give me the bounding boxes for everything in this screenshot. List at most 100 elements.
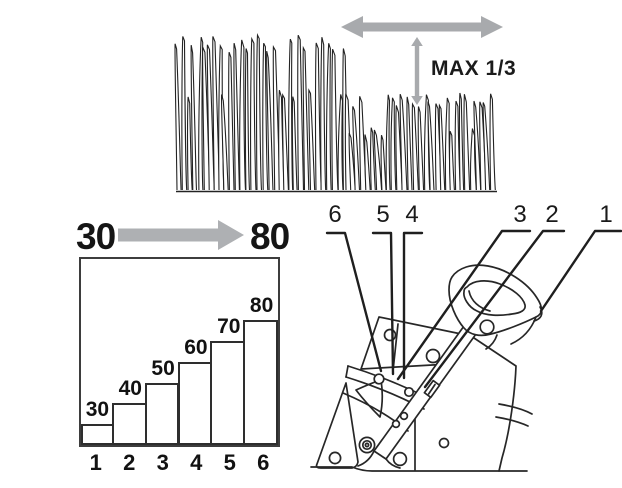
- base-line: [310, 466, 528, 472]
- chart-bar: [81, 424, 114, 445]
- bracket-hole: [392, 451, 408, 467]
- notch-hole: [403, 386, 415, 398]
- callout-label-3: 3: [513, 201, 526, 228]
- height-lever-mechanism: [310, 264, 543, 472]
- grass-blade: [266, 50, 274, 191]
- grass-blade: [291, 96, 298, 191]
- callout-labels: 6 5 4 3 2 1: [328, 201, 612, 228]
- grass-blade: [427, 101, 435, 191]
- grass-blade: [250, 36, 257, 191]
- grass-blade: [281, 92, 289, 191]
- xaxis-label: 4: [190, 450, 203, 475]
- grass-blade: [233, 42, 240, 191]
- grass-blade: [482, 102, 491, 191]
- grass-blade: [385, 94, 391, 191]
- leader-line-1: [539, 229, 622, 313]
- grass-blade: [174, 43, 182, 191]
- grass-blade: [308, 88, 316, 191]
- notch-hole: [373, 373, 385, 385]
- spread-width-arrow-icon: [341, 16, 503, 38]
- lever-hole: [399, 411, 409, 421]
- max-cut-height-arrow-icon: [411, 37, 423, 105]
- chart-bar: [144, 382, 180, 445]
- xaxis-label: 6: [257, 450, 270, 475]
- grass-blade: [297, 34, 305, 191]
- bracket-hole: [328, 451, 342, 465]
- grass-blade: [181, 36, 188, 191]
- grass-blade: [325, 43, 332, 191]
- grass-blade: [352, 106, 361, 191]
- chart-bar: [177, 361, 213, 445]
- range-end-label: 80: [250, 216, 290, 257]
- grass-blade: [320, 37, 327, 191]
- body-hole: [438, 437, 450, 449]
- grass-blade: [390, 97, 397, 191]
- grass-blade: [220, 94, 229, 191]
- cable-line: [495, 416, 529, 427]
- bar-value-label: 60: [184, 335, 208, 359]
- handle-hole: [479, 319, 495, 335]
- grass-blade: [411, 102, 419, 191]
- grass-blade: [458, 92, 465, 191]
- chart-bar: [243, 320, 278, 445]
- chart-bar: [111, 403, 147, 445]
- grass-blade: [364, 134, 371, 191]
- xaxis-label: 5: [223, 450, 236, 475]
- callout-label-5: 5: [376, 201, 389, 228]
- grass-blade: [337, 94, 344, 191]
- grass-illustration: [174, 32, 496, 191]
- leader-line-6: [325, 231, 383, 373]
- grass-blade: [463, 94, 471, 191]
- lever-hole: [391, 419, 401, 429]
- grass-blade: [423, 94, 431, 191]
- callout-leader-lines: [325, 229, 622, 389]
- leader-line-3: [396, 229, 532, 381]
- bar-value-label: 30: [85, 398, 110, 422]
- grass-blade: [370, 127, 376, 191]
- bar-value-label: 50: [151, 356, 175, 380]
- plate-hole: [425, 348, 441, 364]
- grass-blade: [373, 129, 383, 191]
- grass-blade: [417, 106, 425, 191]
- grass-blade: [262, 42, 269, 191]
- cable-line: [498, 403, 533, 415]
- callout-label-4: 4: [405, 201, 418, 228]
- grass-blade: [244, 48, 251, 191]
- xaxis-label: 1: [89, 450, 102, 475]
- callout-label-2: 2: [545, 201, 558, 228]
- grass-blade: [302, 45, 310, 191]
- grass-blade: [186, 96, 193, 191]
- xaxis-label: 2: [123, 450, 136, 475]
- bar-value-label: 70: [217, 315, 241, 338]
- grass-blade: [288, 38, 294, 191]
- leader-line-5: [371, 231, 395, 376]
- range-increase-arrow-icon: [118, 220, 244, 250]
- grass-blade: [380, 134, 387, 191]
- pivot-bolt: [328, 436, 408, 467]
- lever-arm: [357, 325, 477, 469]
- lever-grip-handle: [448, 264, 543, 350]
- grass-blade: [399, 94, 408, 191]
- range-start-label: 30: [76, 216, 116, 257]
- grass-blade: [228, 52, 235, 191]
- xaxis-label: 3: [156, 450, 169, 475]
- grass-blade: [256, 32, 263, 191]
- grass-blade: [239, 39, 247, 191]
- grass-blade: [406, 96, 413, 191]
- grass-blade: [198, 37, 204, 191]
- grass-blade: [449, 130, 455, 191]
- callout-label-6: 6: [328, 201, 341, 228]
- leader-line-4: [402, 231, 424, 380]
- grass-blade: [331, 49, 339, 191]
- grass-blade: [190, 45, 198, 191]
- max-cut-label: MAX 1/3: [431, 57, 517, 80]
- bar-value-label: 40: [118, 377, 142, 401]
- grass-blade: [489, 93, 496, 191]
- leader-line-2: [423, 229, 566, 389]
- plate-hole: [383, 328, 397, 342]
- grass-blade: [473, 100, 482, 191]
